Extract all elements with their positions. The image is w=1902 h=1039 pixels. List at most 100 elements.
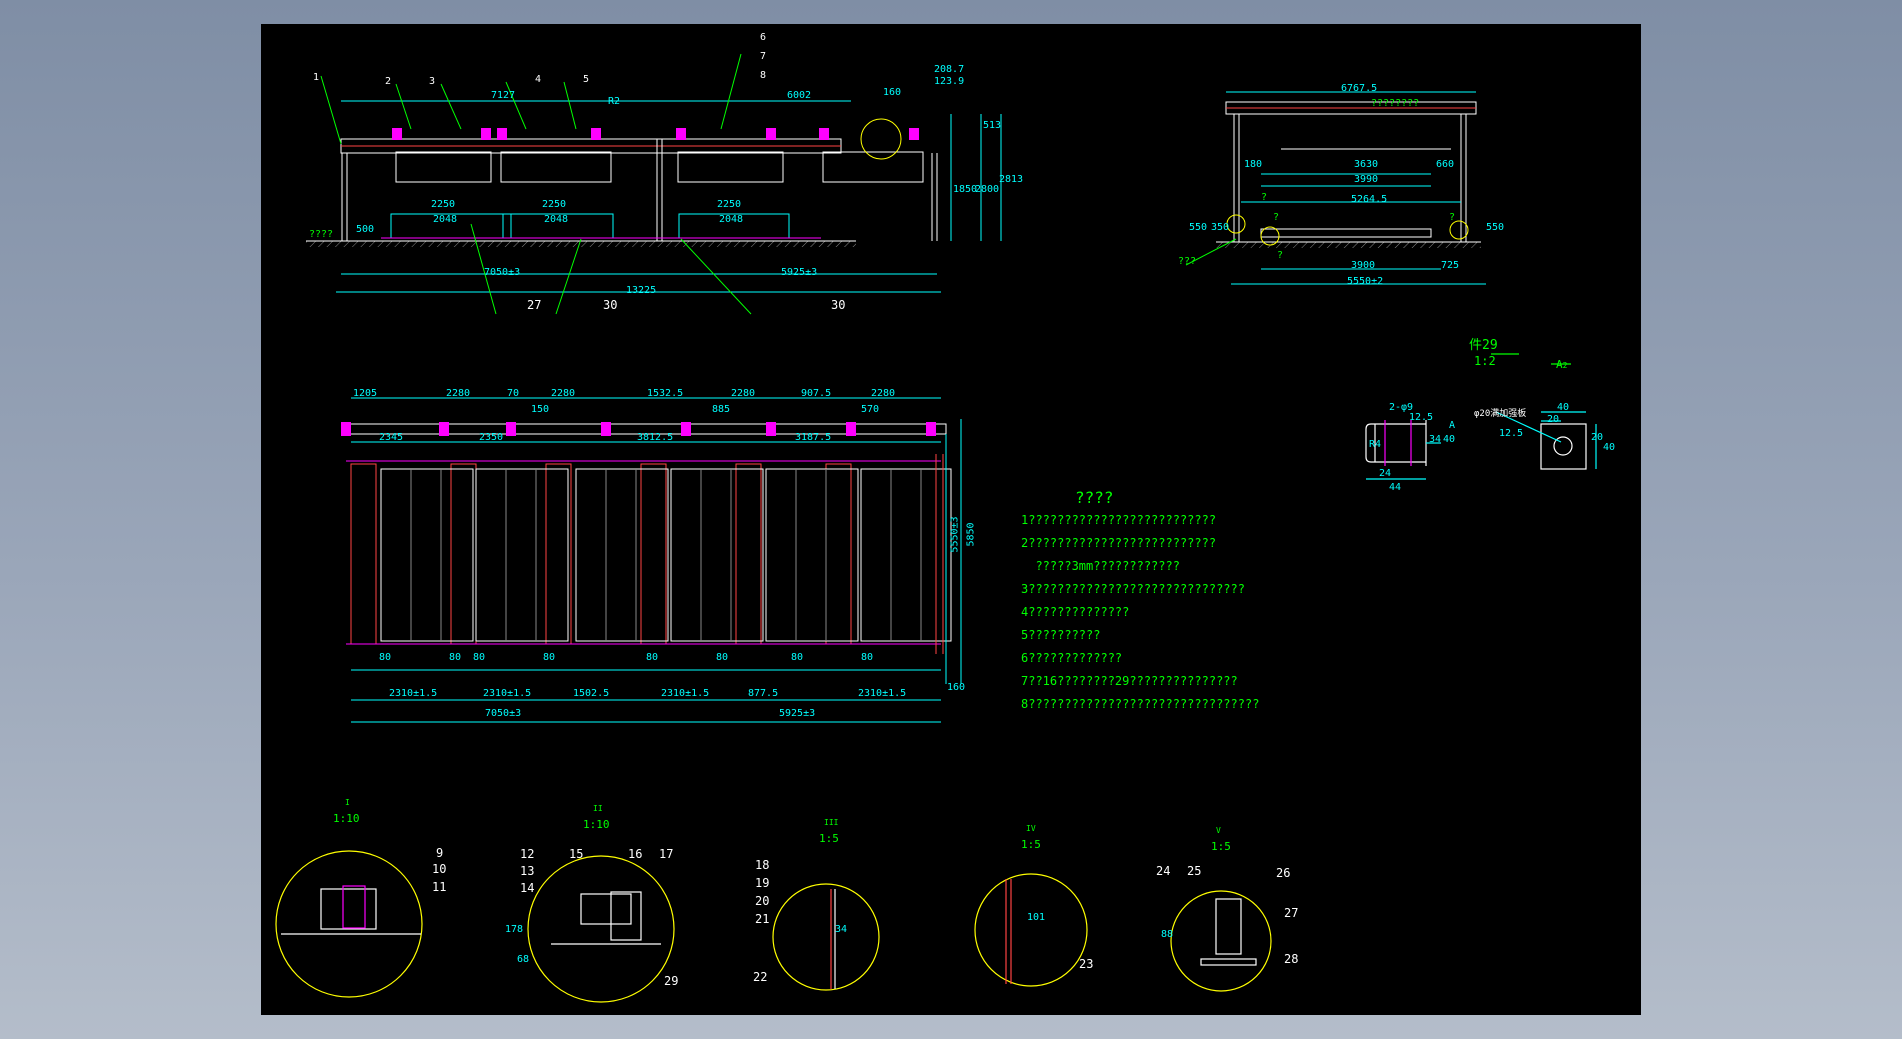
- front-bottom-dim-5925: 5925±3: [781, 267, 818, 278]
- detail-3-callout-20: 20: [755, 894, 770, 908]
- front-dim-208: 208.7: [934, 64, 965, 75]
- detail-4-id: IV: [1026, 824, 1036, 833]
- plan-dim-2345: 2345: [379, 432, 404, 443]
- plan-dim-3187: 3187.5: [795, 432, 832, 443]
- detail-1-callout-10: 10: [432, 862, 447, 876]
- note-line: 5??????????: [1021, 628, 1101, 642]
- detail-5-callout-26: 26: [1276, 866, 1291, 880]
- detail-5-dim-88: 88: [1161, 929, 1174, 940]
- plan-vdim-1: 80: [379, 652, 392, 663]
- side-label-5: ?: [1277, 250, 1284, 261]
- side-dim-6767: 6767.5: [1341, 83, 1378, 94]
- front-callout-3: 3: [429, 76, 436, 87]
- detail-circles: [275, 850, 1272, 1003]
- front-dim-2813: 2813: [999, 174, 1024, 185]
- plan-top-dim-3: 70: [507, 388, 520, 399]
- side-dim-350: 350: [1211, 222, 1230, 233]
- side-label-4: ?: [1449, 212, 1456, 223]
- part29-dim-r4: R4: [1369, 439, 1382, 450]
- front-dim-6002: 6002: [787, 90, 812, 101]
- side-dim-3900: 3900: [1351, 260, 1376, 271]
- plan-bottom-dim-2: 2310±1.5: [483, 688, 532, 699]
- detail-3-callout-19: 19: [755, 876, 770, 890]
- front-dim-r2: R2: [608, 96, 621, 107]
- plan-dim-2350: 2350: [479, 432, 504, 443]
- front-dim-160: 160: [883, 87, 902, 98]
- front-dim-123: 123.9: [934, 76, 965, 87]
- front-callout-2: 2: [385, 76, 392, 87]
- side-dim-5550: 5550±2: [1347, 276, 1384, 287]
- front-inner-dim-5: 2250: [717, 199, 742, 210]
- side-dim-550a: 550: [1189, 222, 1208, 233]
- detail-3-callout-18: 18: [755, 858, 770, 872]
- part29-scale: 1:2: [1474, 354, 1496, 368]
- plan-vdim-3: 80: [473, 652, 486, 663]
- side-dim-3630: 3630: [1354, 159, 1379, 170]
- front-callout-5: 5: [583, 74, 590, 85]
- front-view: [306, 53, 1002, 315]
- plan-bottom-dim-5: 877.5: [748, 688, 779, 699]
- plan-top-dim-6: 2280: [731, 388, 756, 399]
- part29-view: [1365, 353, 1597, 480]
- plan-bottom-dim-4: 2310±1.5: [661, 688, 710, 699]
- front-callout-30a: 30: [603, 298, 618, 312]
- side-label-1: ????????: [1371, 98, 1420, 109]
- detail-5-callout-27: 27: [1284, 906, 1299, 920]
- detail-3-callout-22: 22: [753, 970, 768, 984]
- detail-2-callout-13: 13: [520, 864, 535, 878]
- viewa-note: φ20满加强板: [1474, 409, 1527, 419]
- detail-5-callout-24: 24: [1156, 864, 1171, 878]
- side-label-3: ?: [1273, 212, 1280, 223]
- plan-dim-150: 150: [531, 404, 550, 415]
- detail-2-id: II: [593, 804, 603, 813]
- plan-vdim-7: 80: [791, 652, 804, 663]
- front-inner-dim-6: 2048: [719, 214, 744, 225]
- part29-dim-44: 44: [1389, 482, 1402, 493]
- plan-bottom-dim-1: 2310±1.5: [389, 688, 438, 699]
- detail-4-scale: 1:5: [1021, 838, 1041, 851]
- viewa-title: A2: [1556, 358, 1568, 371]
- plan-view: [341, 397, 962, 723]
- detail-3-dim-34: 34: [835, 924, 848, 935]
- plan-dim-3812: 3812.5: [637, 432, 674, 443]
- viewa-dim-40b: 40: [1603, 442, 1616, 453]
- front-inner-dim-3: 2250: [542, 199, 567, 210]
- plan-vdim-5: 80: [646, 652, 659, 663]
- detail-5-callout-25: 25: [1187, 864, 1202, 878]
- detail-3-id: III: [824, 818, 839, 827]
- detail-2-dim-68: 68: [517, 954, 530, 965]
- plan-top-dim-7: 907.5: [801, 388, 832, 399]
- front-dim-7127: 7127: [491, 90, 516, 101]
- front-dim-1850: 1850: [953, 184, 978, 195]
- detail-2-scale: 1:10: [583, 818, 610, 831]
- detail-4-dim-101: 101: [1027, 912, 1046, 923]
- front-bottom-dim-7050: 7050±3: [484, 267, 521, 278]
- note-line: 2??????????????????????????: [1021, 536, 1217, 550]
- part29-dim-40: 40: [1443, 434, 1456, 445]
- technical-notes: ???? 1?????????????????????????? 2??????…: [1021, 486, 1259, 716]
- plan-overall-dim-5925: 5925±3: [779, 708, 816, 719]
- detail-5-id: V: [1216, 826, 1221, 835]
- plan-overall-dim-7050: 7050±3: [485, 708, 522, 719]
- front-inner-dim-2: 2048: [433, 214, 458, 225]
- plan-vdim-4: 80: [543, 652, 556, 663]
- plan-dim-160: 160: [947, 682, 966, 693]
- plan-vdim-8: 80: [861, 652, 874, 663]
- cad-drawing: [275, 53, 1597, 1003]
- note-line: 6?????????????: [1021, 651, 1123, 665]
- plan-top-dim-2: 2280: [446, 388, 471, 399]
- part29-view-marker: A: [1449, 420, 1456, 431]
- plan-vdim-2: 80: [449, 652, 462, 663]
- part29-dim-rough: 12.5: [1409, 412, 1434, 423]
- plan-top-dim-8: 2280: [871, 388, 896, 399]
- front-callout-27: 27: [527, 298, 542, 312]
- detail-2-callout-17: 17: [659, 847, 674, 861]
- note-line: ?????3mm????????????: [1021, 559, 1180, 573]
- side-dim-180: 180: [1244, 159, 1263, 170]
- plan-top-dim-1: 1205: [353, 388, 378, 399]
- detail-2-callout-16: 16: [628, 847, 643, 861]
- text-layer: 1 2 3 4 5 6 7 8 7127 6002 160 208.7 123.…: [261, 24, 1641, 1015]
- plan-bottom-dim-6: 2310±1.5: [858, 688, 907, 699]
- plan-dim-5850: 5850: [965, 522, 977, 547]
- note-line: 8????????????????????????????????: [1021, 697, 1260, 711]
